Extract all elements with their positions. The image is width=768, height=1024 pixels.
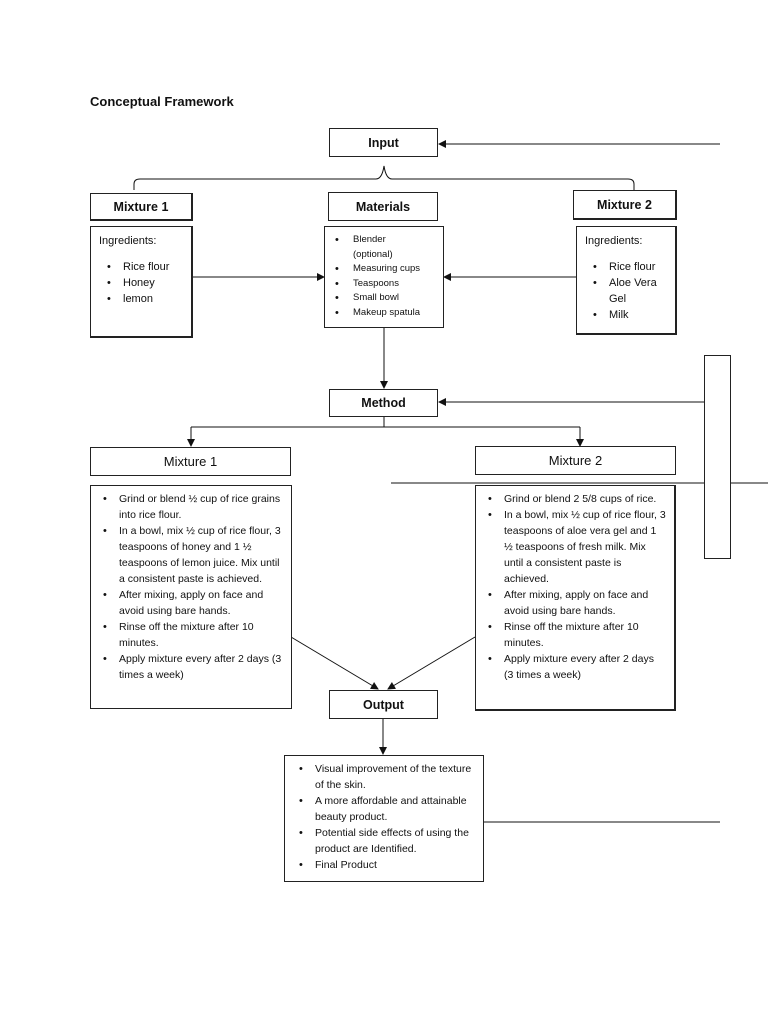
mixture1-steps-box: Grind or blend ½ cup of rice grains into…: [90, 485, 292, 709]
list-item: Rinse off the mixture after 10 minutes.: [95, 619, 283, 651]
input-box: Input: [329, 128, 438, 157]
method-label: Method: [361, 396, 406, 410]
list-item: Rice flour: [585, 259, 667, 275]
list-item: Final Product: [291, 857, 477, 873]
list-item: Potential side effects of using the prod…: [291, 825, 477, 857]
list-item: Small bowl: [329, 291, 439, 306]
mixture1-ingredients-box: Ingredients: Rice flour Honey lemon: [90, 226, 193, 338]
list-item: In a bowl, mix ½ cup of rice flour, 3 te…: [95, 523, 283, 587]
input-label: Input: [368, 135, 399, 150]
list-item: After mixing, apply on face and avoid us…: [95, 587, 283, 619]
input-brace: [133, 165, 635, 190]
mixture1-steps-list: Grind or blend ½ cup of rice grains into…: [95, 491, 283, 683]
mixture2-input-header: Mixture 2: [573, 190, 677, 220]
mixture1-input-label: Mixture 1: [113, 199, 169, 214]
list-item: Milk: [585, 307, 667, 323]
output-results-box: Visual improvement of the texture of the…: [284, 755, 484, 882]
list-item: Makeup spatula: [329, 306, 439, 321]
list-item: After mixing, apply on face and avoid us…: [480, 587, 666, 619]
materials-label: Materials: [355, 199, 411, 214]
mixture1-method-label: Mixture 1: [163, 454, 218, 469]
mixture2-method-label: Mixture 2: [548, 453, 603, 468]
list-item: Aloe Vera: [585, 275, 667, 291]
mixture2-ingredients-box: Ingredients: Rice flour Aloe Vera Gel Mi…: [576, 226, 677, 335]
materials-box: Blender (optional) Measuring cups Teaspo…: [324, 226, 444, 328]
output-results-list: Visual improvement of the texture of the…: [291, 761, 477, 873]
mixture2-input-label: Mixture 2: [597, 197, 652, 212]
list-item: Rice flour: [99, 259, 183, 275]
mixture1-method-header: Mixture 1: [90, 447, 291, 476]
output-label: Output: [363, 697, 404, 712]
arrow-mixture2-to-output: [387, 636, 476, 690]
list-item: Gel: [609, 293, 627, 305]
output-box: Output: [329, 690, 438, 719]
list-item: Teaspoons: [329, 277, 439, 292]
list-item: Rinse off the mixture after 10 minutes.: [480, 619, 666, 651]
method-box: Method: [329, 389, 438, 417]
list-item: Blender: [329, 233, 439, 248]
list-item: Honey: [99, 275, 183, 291]
list-item: Measuring cups: [329, 262, 439, 277]
list-item: Apply mixture every after 2 days (3 time…: [95, 651, 283, 683]
materials-header: Materials: [328, 192, 438, 221]
list-item: Visual improvement of the texture of the…: [291, 761, 477, 793]
mixture2-steps-box: Grind or blend 2 5/8 cups of rice. In a …: [475, 485, 676, 711]
mixture2-ingredients-list: Rice flour Aloe Vera Gel Milk: [585, 259, 667, 323]
list-item: Grind or blend 2 5/8 cups of rice.: [480, 491, 666, 507]
mixture1-ingredients-label: Ingredients:: [99, 235, 157, 247]
list-item: In a bowl, mix ½ cup of rice flour, 3 te…: [480, 507, 666, 587]
side-rectangle: [704, 355, 731, 559]
list-item: Grind or blend ½ cup of rice grains into…: [95, 491, 283, 523]
list-item: lemon: [99, 291, 183, 307]
page-title: Conceptual Framework: [90, 94, 234, 109]
mixture2-steps-list: Grind or blend 2 5/8 cups of rice. In a …: [480, 491, 666, 683]
list-item: A more affordable and attainable beauty …: [291, 793, 477, 825]
mixture1-ingredients-list: Rice flour Honey lemon: [99, 259, 183, 307]
mixture2-ingredients-label: Ingredients:: [585, 235, 643, 247]
mixture1-input-header: Mixture 1: [90, 193, 193, 221]
list-item: (optional): [353, 248, 393, 260]
arrow-mixture1-to-output: [290, 636, 379, 690]
materials-list: Blender (optional) Measuring cups Teaspo…: [329, 233, 439, 320]
mixture2-method-header: Mixture 2: [475, 446, 676, 475]
list-item: Apply mixture every after 2 days (3 time…: [480, 651, 666, 683]
